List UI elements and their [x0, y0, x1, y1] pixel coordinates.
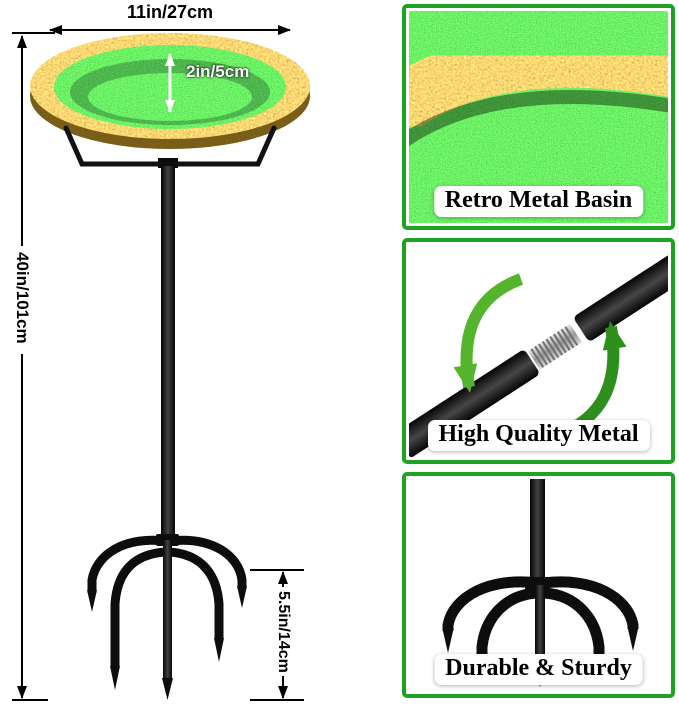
basin-depth-label: 2in/5cm [186, 62, 250, 81]
feature-card-metal: High Quality Metal [402, 238, 675, 464]
pole-joint [409, 245, 668, 457]
feature-label: Retro Metal Basin [433, 186, 644, 217]
threaded-pole-illustration [409, 245, 668, 457]
bird-bath-dimension-diagram [12, 25, 310, 701]
stake-height-label: 5.5in/14cm [275, 591, 292, 673]
overall-height-label: 40in/101cm [13, 252, 32, 344]
feature-label: High Quality Metal [427, 420, 650, 451]
basin-diameter-label: 11in/27cm [126, 2, 214, 22]
pedestal-pole [158, 158, 178, 538]
prong-base-illustration [442, 479, 639, 687]
feature-panels: Retro Metal Basin High Qualit [402, 4, 675, 706]
dimension-annotations [12, 25, 304, 701]
feature-card-basin: Retro Metal Basin [402, 4, 675, 230]
feature-label: Durable & Sturdy [434, 654, 643, 685]
stake-base [87, 534, 247, 700]
feature-card-base: Durable & Sturdy [402, 472, 675, 698]
ground-spikes [87, 586, 247, 700]
